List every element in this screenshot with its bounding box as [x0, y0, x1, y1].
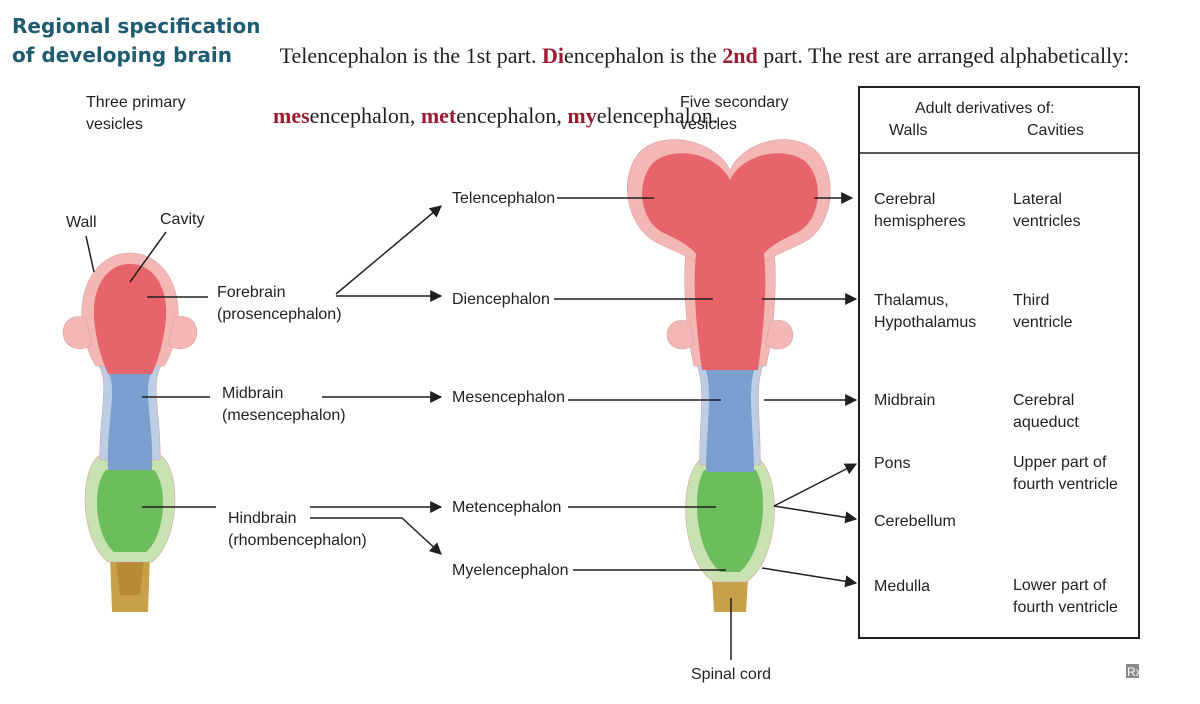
cavity-pointer: [129, 231, 167, 283]
table-row-cavities: Lateral ventricles: [1013, 191, 1081, 230]
wall-label: Wall: [66, 214, 97, 231]
table-row-walls: Pons: [874, 455, 910, 472]
spinal-cord-label: Spinal cord: [691, 666, 771, 683]
table-row-cavities: Cerebral aqueduct: [1013, 392, 1079, 431]
telencephalon-label: Telencephalon: [452, 190, 555, 207]
metencephalon-label: Metencephalon: [452, 499, 561, 516]
arrow-forebrain-to-telencephalon: [335, 205, 442, 295]
mnemonic-fragment: Telencephalon is the 1st part.: [279, 43, 542, 68]
hindbrain-cavity: [96, 470, 164, 552]
mnemonic-fragment: encephalon,: [309, 103, 421, 128]
table-row-cavities: Upper part of fourth ventricle: [1013, 454, 1118, 493]
mnemonic-highlight: met: [420, 103, 457, 128]
myelencephalon-label: Myelencephalon: [452, 562, 569, 579]
diencephalon-cavity: [694, 254, 766, 370]
mnemonic-line-1: Telencephalon is the 1st part. Diencepha…: [258, 43, 1130, 98]
midbrain-cavity: [107, 372, 153, 470]
secondary-vesicles-title: Five secondary vesicles: [680, 94, 793, 133]
adult-derivatives-table: Adult derivatives of: Walls Cavities Cer…: [858, 86, 1140, 639]
arrow-to-pons: [773, 463, 858, 507]
mnemonic-fragment: elencephalon.: [596, 103, 719, 128]
secondary-optic-bulge-left: [666, 320, 695, 350]
table-row-walls: Medulla: [874, 578, 930, 595]
secondary-vesicles-illustration: [627, 139, 831, 612]
table-row-walls: Cerebral hemispheres: [874, 191, 966, 230]
forebrain-label: Forebrain (prosencephalon): [217, 284, 342, 323]
arrow-hindbrain-to-myelencephalon: [310, 517, 442, 555]
rx-logo-text: Rx: [1127, 665, 1142, 679]
primary-spinal-inner: [116, 560, 144, 595]
myelencephalon-cavity: [696, 470, 764, 572]
mnemonic-highlight: 2nd: [722, 43, 758, 68]
optic-bulge-right: [167, 316, 198, 350]
table-border: [858, 86, 1140, 639]
mnemonic-text: Telencephalon is the 1st part. Diencepha…: [258, 11, 1188, 131]
table-row-cavities: Third ventricle: [1013, 292, 1073, 331]
telencephalon-cavity: [642, 153, 818, 256]
midbrain-label: Midbrain (mesencephalon): [222, 385, 346, 424]
arrow-to-medulla: [761, 567, 858, 588]
secondary-optic-bulge-right: [765, 320, 794, 350]
forebrain-cavity: [93, 264, 167, 374]
mnemonic-highlight: Di: [542, 43, 564, 68]
mnemonic-fragment: encephalon,: [456, 103, 568, 128]
mesencephalon-label: Mesencephalon: [452, 389, 565, 406]
mnemonic-fragment: encephalon is the: [564, 43, 723, 68]
table-row-walls: Cerebellum: [874, 513, 956, 530]
mesencephalon-cavity: [704, 366, 756, 472]
mnemonic-fragment: part. The rest are arranged alphabetical…: [757, 43, 1130, 68]
heading-line-2: of developing brain: [12, 43, 232, 67]
primary-vesicles-title: Three primary vesicles: [86, 94, 190, 133]
optic-bulge-left: [62, 316, 93, 350]
heading-line-1: Regional specification: [12, 14, 261, 38]
wall-pointer: [85, 235, 95, 273]
section-heading: Regional specification of developing bra…: [12, 12, 261, 70]
table-header-walls: Walls: [889, 122, 928, 139]
table-header-cavities: Cavities: [1027, 122, 1084, 139]
rx-logo-badge: [1126, 664, 1139, 678]
rx-logo: Rx: [1126, 664, 1142, 679]
diencephalon-label: Diencephalon: [452, 291, 550, 308]
table-row-walls: Midbrain: [874, 392, 935, 409]
table-row-walls: Thalamus, Hypothalamus: [874, 292, 976, 331]
table-row-cavities: Lower part of fourth ventricle: [1013, 577, 1118, 616]
cavity-label: Cavity: [160, 211, 204, 228]
mnemonic-line-2: mesencephalon, metencephalon, myelenceph…: [258, 101, 1188, 131]
mnemonic-highlight: mes: [273, 103, 310, 128]
secondary-spinal-segment: [712, 578, 748, 612]
arrow-to-cerebellum: [773, 505, 858, 524]
table-title: Adult derivatives of:: [915, 100, 1055, 117]
primary-vesicles-illustration: [62, 252, 198, 612]
hindbrain-label: Hindbrain (rhombencephalon): [228, 510, 367, 549]
mnemonic-highlight: my: [567, 103, 597, 128]
